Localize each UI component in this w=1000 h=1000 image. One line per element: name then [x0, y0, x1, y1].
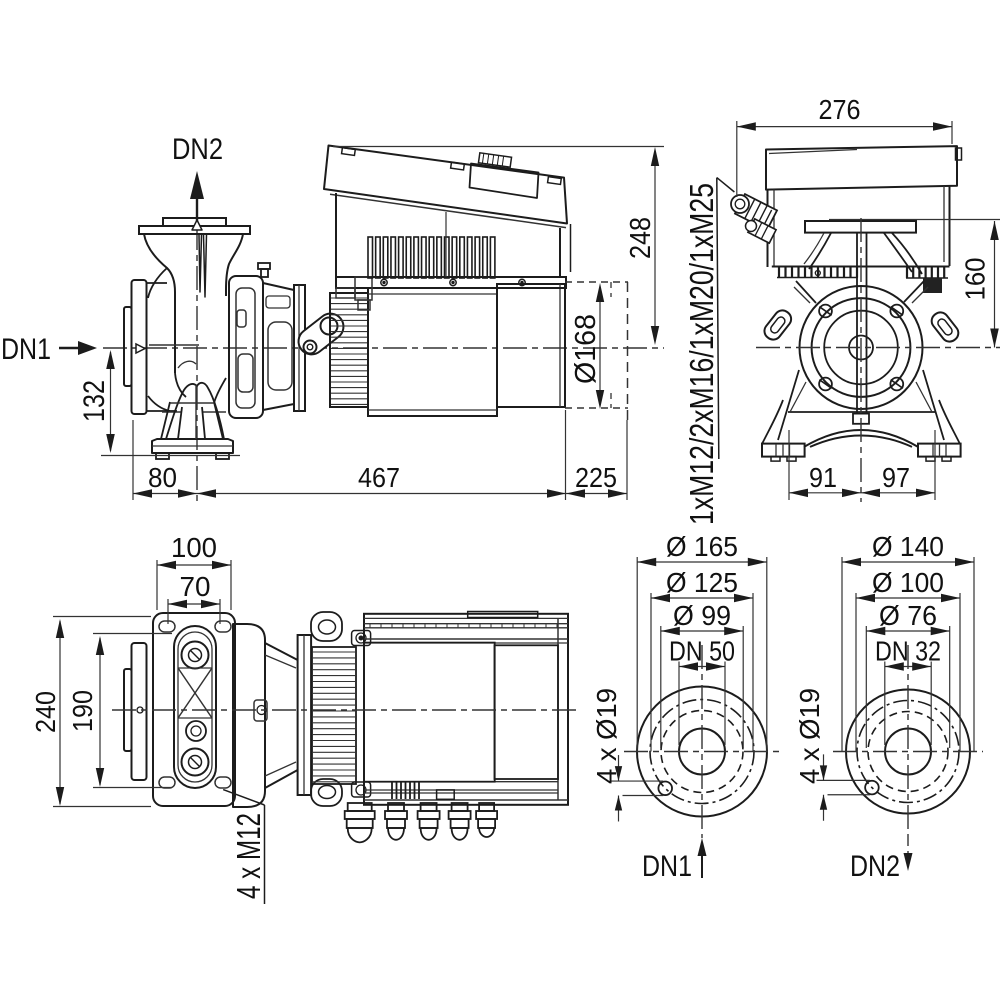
svg-text:4 x M12: 4 x M12 — [230, 813, 267, 899]
svg-text:1xM12/2xM16/1xM20/1xM25: 1xM12/2xM16/1xM20/1xM25 — [683, 183, 720, 525]
svg-text:DN2: DN2 — [172, 133, 223, 166]
svg-text:276: 276 — [819, 94, 861, 125]
svg-text:100: 100 — [171, 532, 217, 563]
svg-text:Ø 99: Ø 99 — [673, 600, 731, 631]
svg-text:240: 240 — [30, 691, 61, 733]
svg-text:Ø168: Ø168 — [570, 314, 602, 384]
svg-text:190: 190 — [67, 690, 98, 732]
svg-text:Ø 125: Ø 125 — [666, 567, 738, 598]
svg-text:248: 248 — [625, 217, 657, 259]
svg-text:132: 132 — [78, 380, 111, 422]
svg-text:97: 97 — [882, 462, 910, 493]
svg-text:225: 225 — [575, 462, 617, 493]
svg-text:Ø 140: Ø 140 — [872, 531, 944, 562]
svg-text:DN2: DN2 — [850, 850, 900, 883]
svg-text:DN1: DN1 — [642, 850, 692, 883]
svg-text:160: 160 — [960, 258, 991, 301]
svg-text:80: 80 — [148, 462, 177, 493]
svg-text:Ø 100: Ø 100 — [872, 567, 944, 598]
svg-text:Ø 165: Ø 165 — [666, 531, 738, 562]
svg-text:DN1: DN1 — [1, 333, 51, 366]
svg-text:4 x Ø19: 4 x Ø19 — [591, 688, 622, 784]
svg-text:467: 467 — [358, 462, 400, 493]
svg-text:4 x Ø19: 4 x Ø19 — [794, 688, 825, 784]
svg-text:91: 91 — [809, 462, 837, 493]
svg-text:70: 70 — [180, 571, 211, 602]
svg-text:Ø 76: Ø 76 — [879, 600, 937, 631]
